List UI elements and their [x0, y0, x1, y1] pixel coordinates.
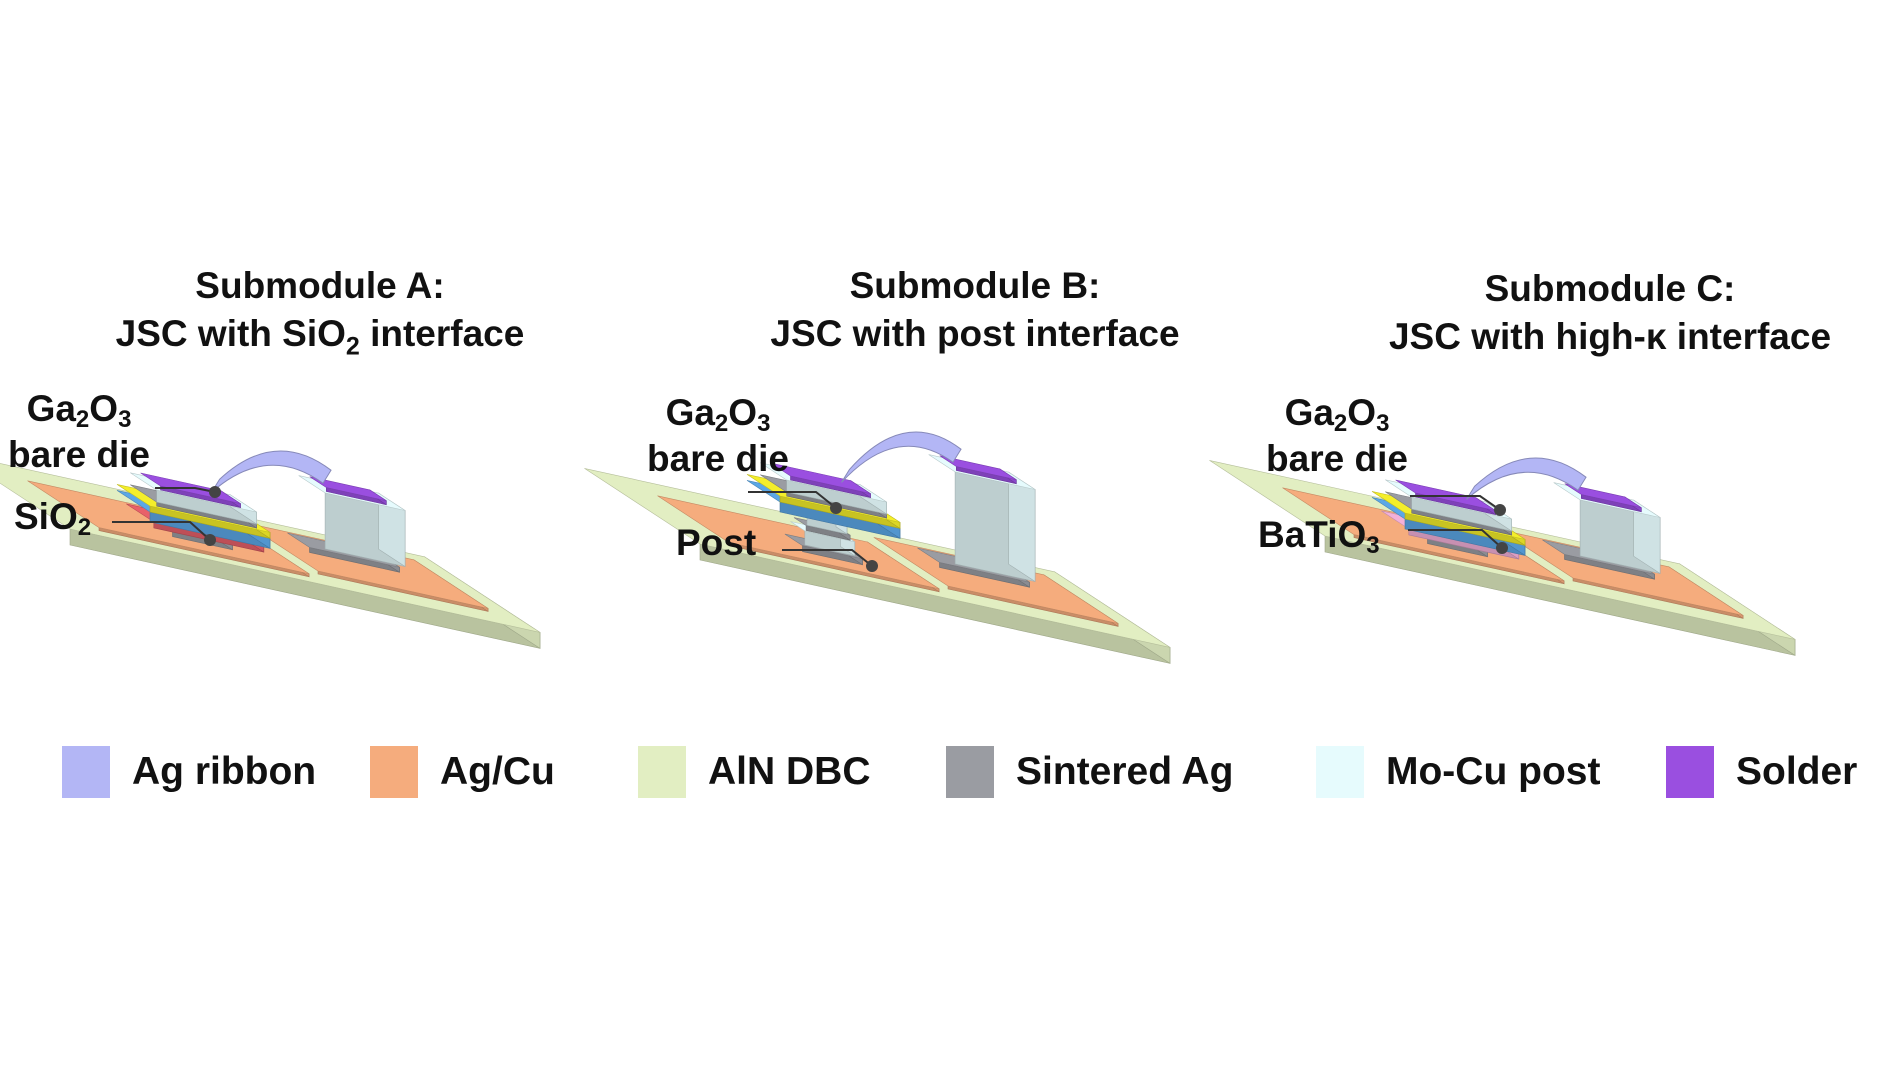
leader-dot — [830, 502, 842, 514]
solder-right — [1564, 483, 1642, 513]
ag-ribbon — [211, 450, 332, 493]
submodule-c-title: Submodule C: JSC with high-κ interface — [1310, 265, 1900, 371]
leader-dot — [866, 560, 878, 572]
legend-label: Sintered Ag — [1016, 750, 1234, 793]
legend: Ag ribbon Ag/Cu AlN DBC Sintered Ag Mo-C… — [0, 742, 1900, 802]
submodule-c-interface-label: BaTiO3 — [1258, 514, 1380, 559]
submodule-a-title: Submodule A: JSC with SiO2 interface — [20, 262, 620, 370]
submodule-a-die-label: Ga2O3 bare die — [8, 388, 150, 475]
legend-label: Ag/Cu — [440, 750, 555, 793]
legend-item-ag-ribbon: Ag ribbon — [62, 742, 316, 802]
leader-line — [1410, 495, 1501, 511]
submodule-a-heading: Submodule A: — [195, 265, 445, 306]
legend-swatch — [1316, 746, 1364, 798]
ag-ribbon — [1466, 457, 1587, 500]
submodule-b-die-label: Ga2O3 bare die — [647, 392, 789, 479]
submodule-a-drawing — [0, 450, 541, 649]
legend-swatch — [62, 746, 110, 798]
leader-dot — [1494, 504, 1506, 516]
solder-left — [770, 462, 871, 499]
submodule-b-heading: Submodule B: — [849, 265, 1101, 306]
submodule-b-title: Submodule B: JSC with post interface — [675, 262, 1275, 368]
submodule-a-interface-label: SiO2 — [14, 496, 92, 541]
submodule-c-die-label: Ga2O3 bare die — [1266, 392, 1408, 479]
submodule-b-subheading: JSC with post interface — [770, 313, 1180, 354]
legend-item-solder: Solder — [1666, 742, 1857, 802]
leader-dot — [1496, 542, 1508, 554]
legend-item-aln-dbc: AlN DBC — [638, 742, 871, 802]
solder-right — [309, 476, 387, 506]
leader-line — [748, 491, 837, 509]
leader-dot — [204, 534, 216, 546]
legend-swatch — [638, 746, 686, 798]
legend-label: Ag ribbon — [132, 750, 317, 793]
ag-ribbon — [841, 431, 962, 483]
legend-label: AlN DBC — [708, 750, 871, 793]
submodule-c-subheading: JSC with high-κ interface — [1388, 316, 1832, 357]
submodule-b-interface-label: Post — [676, 522, 757, 563]
legend-item-sintered-ag: Sintered Ag — [946, 742, 1233, 802]
legend-swatch — [1666, 746, 1714, 798]
leader-line — [1408, 529, 1503, 549]
leader-line — [782, 549, 873, 567]
legend-item-ag-cu: Ag/Cu — [370, 742, 555, 802]
leader-line — [155, 487, 216, 493]
legend-label: Mo-Cu post — [1386, 750, 1601, 793]
leader-line — [112, 521, 211, 541]
legend-item-mo-cu-post: Mo-Cu post — [1316, 742, 1600, 802]
leader-dot — [209, 486, 221, 498]
legend-swatch — [946, 746, 994, 798]
legend-swatch — [370, 746, 418, 798]
submodule-a-subheading: JSC with SiO2 interface — [115, 313, 525, 361]
solder-right — [939, 455, 1017, 485]
legend-label: Solder — [1736, 750, 1858, 793]
submodule-c-heading: Submodule C: — [1484, 268, 1736, 309]
